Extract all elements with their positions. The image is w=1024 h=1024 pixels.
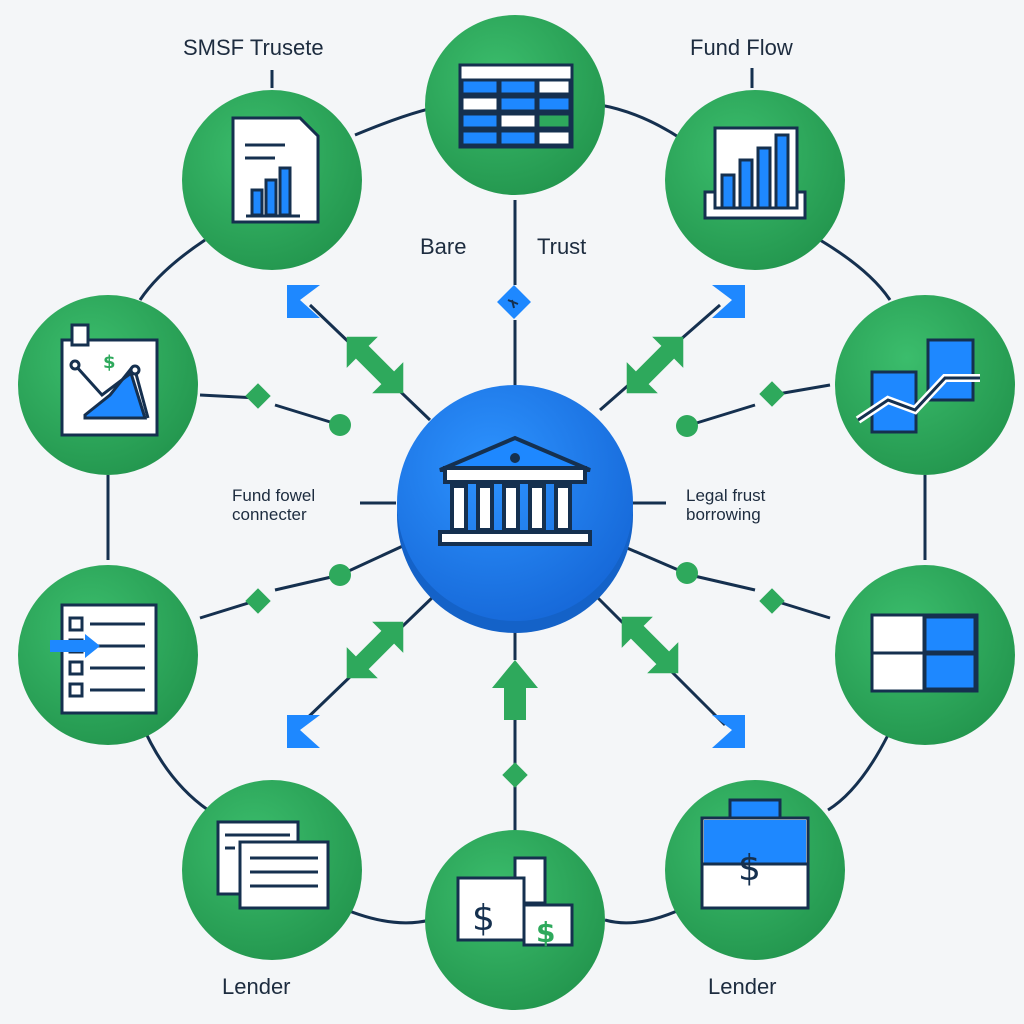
label-legal-frust-line1: Legal frust (686, 486, 766, 505)
label-fund-fowel-line1: Fund fowel (232, 486, 316, 505)
diamond-marker (245, 588, 271, 614)
node-top (425, 15, 605, 195)
label-bare: Bare (420, 234, 467, 259)
label-legal-frust-line2: borrowing (686, 504, 761, 524)
node-mid-right (835, 565, 1015, 745)
diamond-marker (759, 381, 785, 407)
dot-marker (676, 562, 698, 584)
ring-line-top-right (599, 103, 681, 140)
node-top-right (665, 90, 845, 270)
connector-markers (245, 381, 785, 788)
svg-text:$: $ (536, 916, 555, 949)
dollar-briefcase-icon: $ (700, 798, 810, 910)
node-bottom: $ $ (425, 830, 605, 1010)
label-lender-right: Lender (708, 974, 777, 999)
label-fund-flow: Fund Flow (690, 35, 793, 60)
dot-marker (329, 414, 351, 436)
document-icon (216, 820, 330, 910)
label-fund-fowel-line2: connecter (232, 504, 307, 524)
up-arrow-bottom (492, 660, 538, 720)
arrow-top-right (712, 285, 745, 318)
bank-building-icon (438, 435, 592, 546)
trend-line-icon (855, 338, 980, 434)
arrow-bottom-left (287, 715, 320, 748)
dot-marker (329, 564, 351, 586)
dot-marker (676, 415, 698, 437)
checklist-icon (50, 603, 158, 715)
node-mid-left (18, 565, 198, 745)
node-left: $ (18, 295, 198, 475)
document-chart-icon (231, 116, 320, 224)
label-fund-fowel-connecter: Fund fowel connecter (232, 486, 316, 524)
double-arrow-lower-right (621, 616, 679, 674)
grid-window-icon (870, 613, 979, 693)
svg-text:$: $ (738, 848, 761, 889)
node-top-left (182, 90, 362, 270)
label-lender-left: Lender (222, 974, 291, 999)
node-right (835, 295, 1015, 475)
diamond-marker (502, 762, 528, 788)
double-arrow-upper-right (626, 336, 684, 394)
label-trust: Trust (537, 234, 587, 259)
arrow-bottom-right (712, 715, 745, 748)
ring-line-right-upper (819, 238, 892, 301)
label-legal-frust-borrowing: Legal frust borrowing (686, 486, 766, 524)
blue-arrows (287, 285, 745, 748)
arrow-top-left (287, 285, 320, 318)
green-arrows (346, 336, 684, 720)
node-center (397, 385, 633, 633)
dollar-bag-icon: $ $ (456, 856, 574, 949)
dollar-chart-icon: $ (60, 323, 159, 437)
node-bottom-left (182, 780, 362, 960)
diamond-marker (759, 588, 785, 614)
double-arrow-upper-left (346, 336, 404, 394)
spreadsheet-icon (458, 63, 574, 149)
node-bottom-right: $ (665, 780, 845, 960)
label-smsf-trustee: SMSF Trusete (183, 35, 324, 60)
ring-line-left-upper (138, 238, 206, 301)
double-arrow-lower-left (346, 621, 404, 679)
bar-chart-icon (703, 126, 807, 220)
svg-text:$: $ (103, 352, 116, 373)
svg-text:$: $ (472, 898, 495, 939)
ring-line-right-lower (827, 734, 890, 812)
diamond-marker (245, 383, 271, 409)
